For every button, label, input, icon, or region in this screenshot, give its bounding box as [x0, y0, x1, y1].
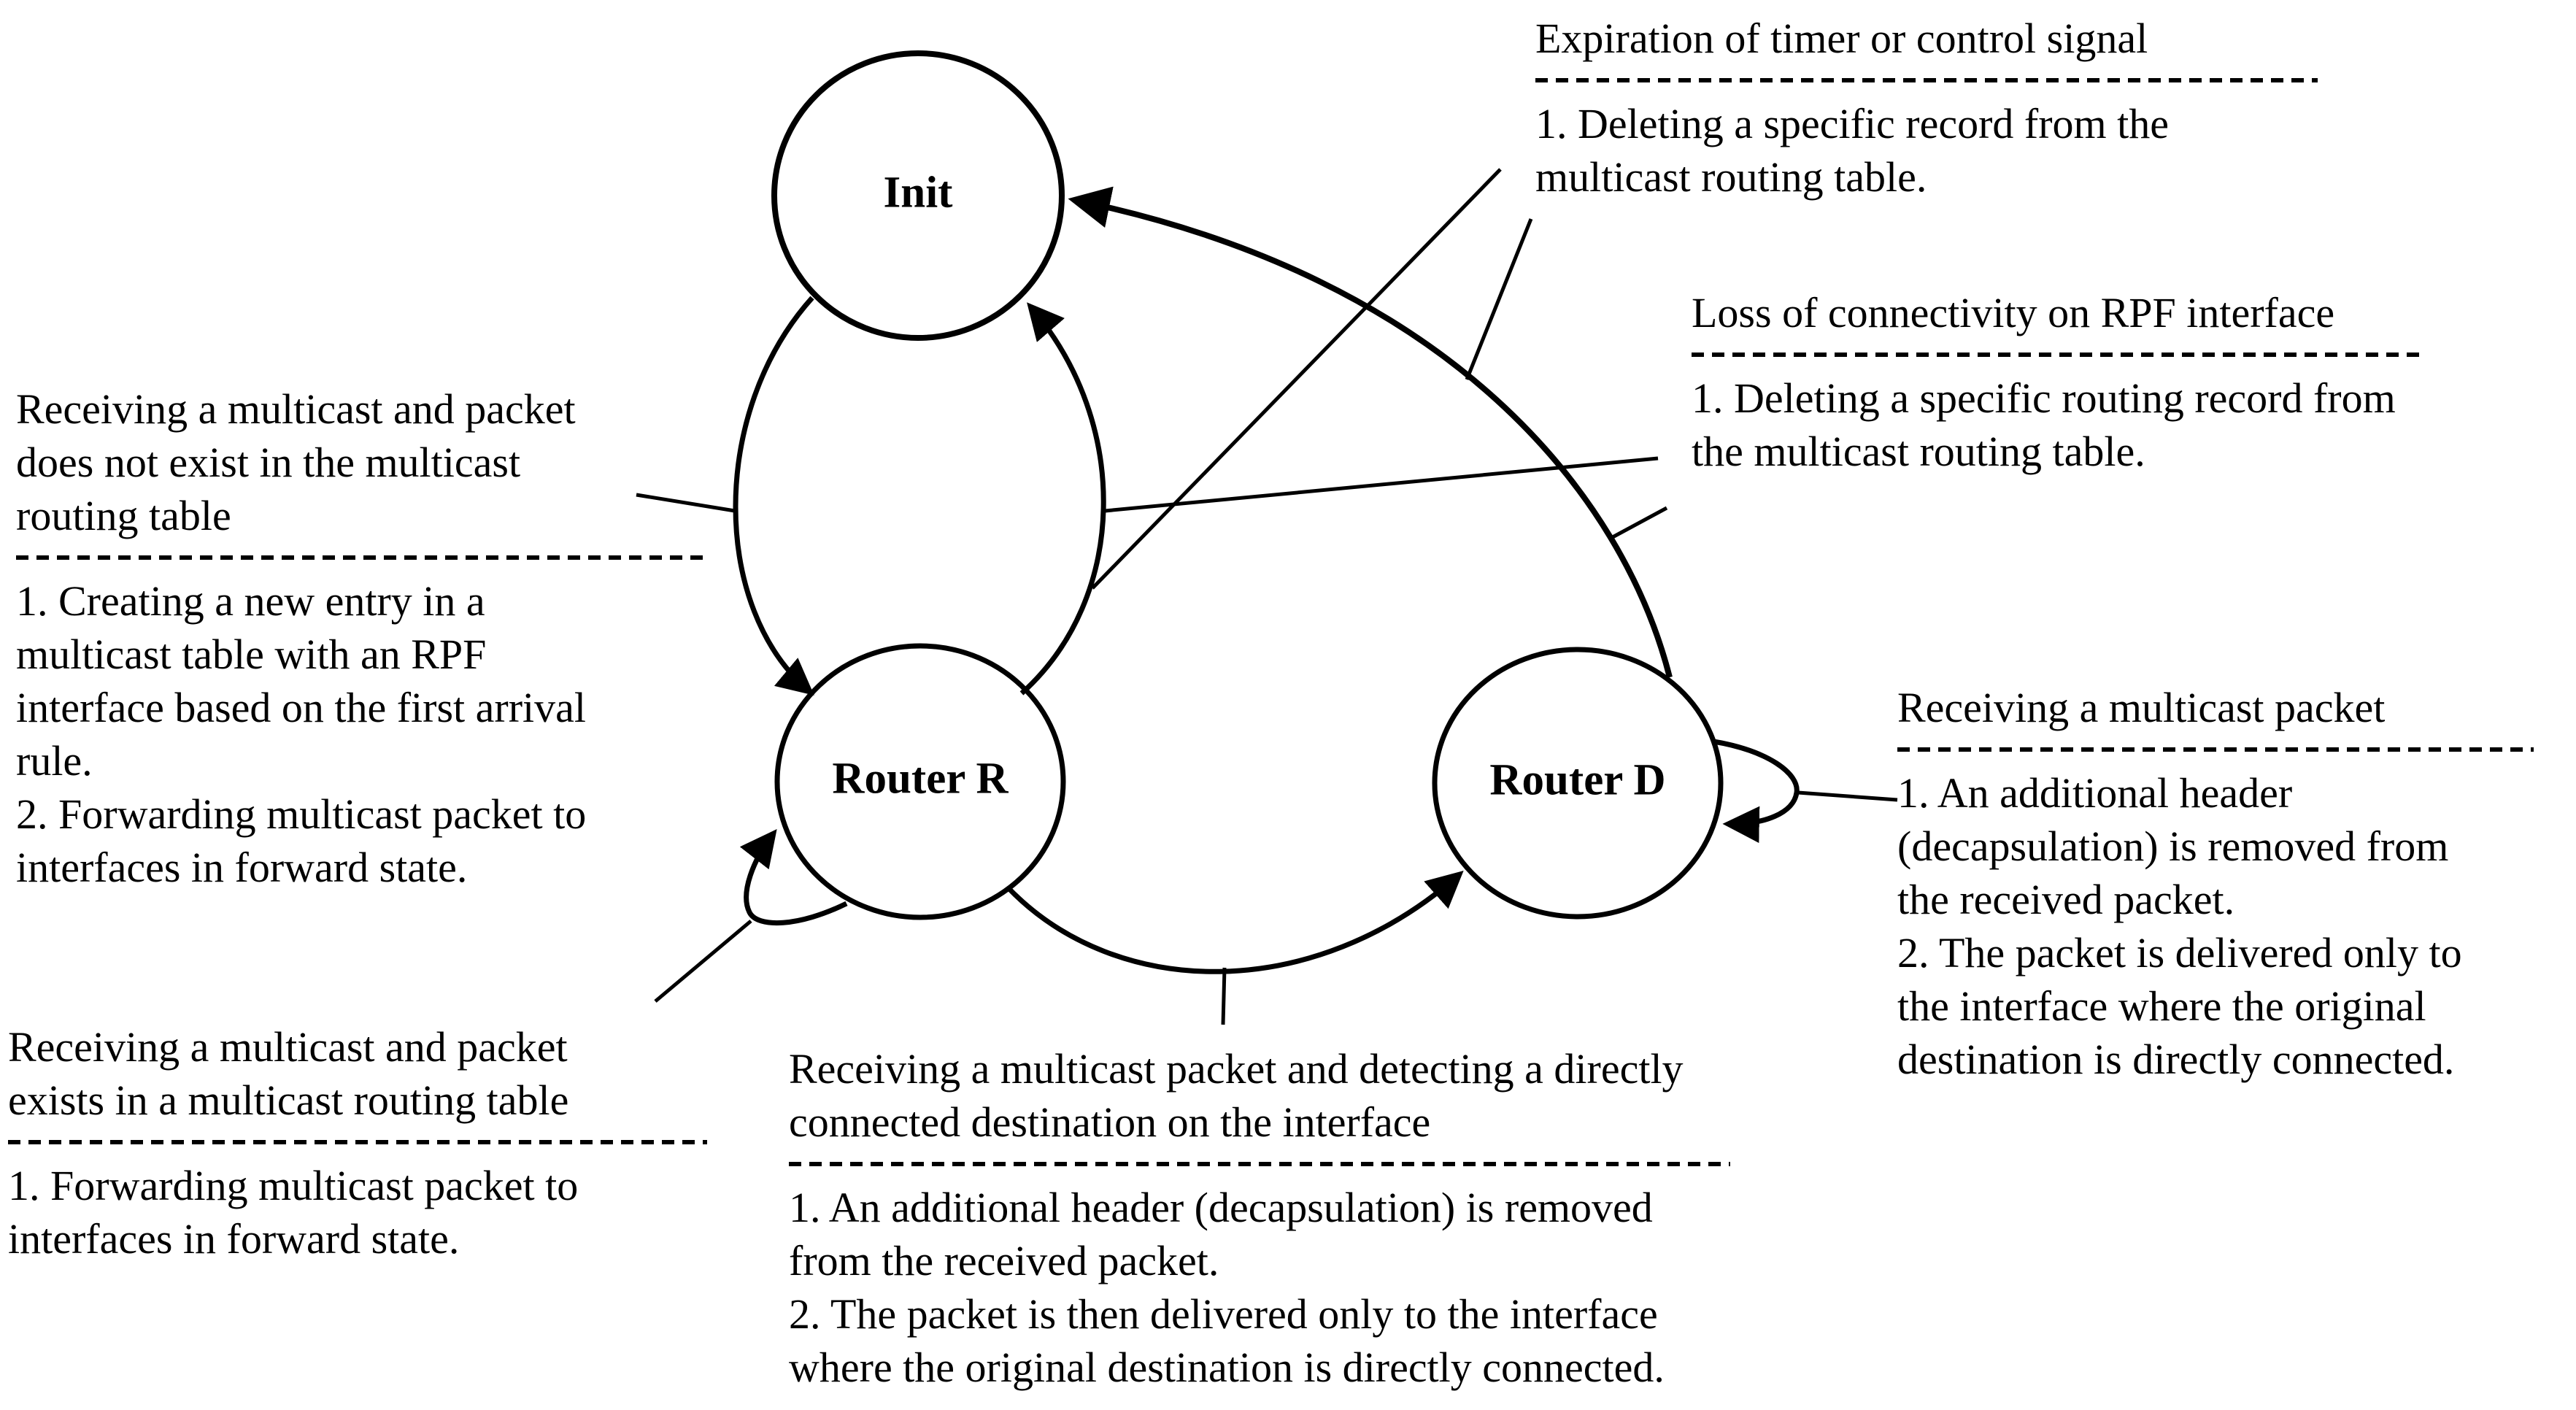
separator-dashes — [1535, 78, 2318, 82]
selfloop-router-d-arrow — [1713, 739, 1800, 844]
annotation-line: 1. Deleting a specific routing record fr… — [1692, 374, 2396, 422]
annotation-timer-expiration: Expiration of timer or control signal 1.… — [1535, 12, 2318, 204]
state-init-label: Init — [883, 168, 953, 217]
state-router-d-label: Router D — [1489, 755, 1666, 805]
annotation-line: 1. Creating a new entry in a — [16, 577, 485, 625]
annotation-actions: 1. Deleting a specific routing record fr… — [1692, 371, 2421, 478]
annotation-line: Expiration of timer or control signal — [1535, 15, 2148, 62]
annotation-line: 1. Forwarding multicast packet to — [8, 1162, 579, 1209]
annotation-line: 1. An additional header (decapsulation) … — [789, 1184, 1653, 1231]
annotation-line: Loss of connectivity on RPF interface — [1692, 289, 2335, 336]
leader-packet-in-table — [654, 920, 752, 1003]
annotation-packet-in-table: Receiving a multicast and packet exists i… — [8, 1020, 707, 1265]
selfloop-router-r-arrow — [739, 829, 848, 926]
annotation-actions: 1. An additional header (decapsulation) i… — [1897, 766, 2534, 1086]
annotation-actions: 1. An additional header (decapsulation) … — [789, 1181, 1730, 1394]
annotation-line: where the original destination is direct… — [789, 1344, 1665, 1391]
annotation-actions: 1. Deleting a specific record from the mu… — [1535, 97, 2318, 204]
leader-rpf-loss-to-arc — [1610, 506, 1668, 540]
leader-router-d-receive — [1797, 790, 1898, 802]
separator-dashes — [789, 1162, 1730, 1166]
annotation-line: 1. An additional header — [1897, 769, 2293, 817]
edge-router-r-to-router-d-arrow — [1006, 870, 1464, 974]
annotation-line: does not exist in the multicast — [16, 439, 521, 486]
annotation-title: Receiving a multicast packet — [1897, 681, 2534, 734]
annotation-line: 1. Deleting a specific record from the — [1535, 100, 2170, 147]
leader-timer-expiration-to-lens — [1091, 168, 1502, 590]
state-router-r-label: Router R — [832, 754, 1009, 804]
annotation-line: 2. The packet is then delivered only to … — [789, 1290, 1658, 1338]
annotation-packet-not-in-table: Receiving a multicast and packet does not… — [16, 382, 709, 894]
annotation-line: interface based on the first arrival — [16, 684, 587, 731]
annotation-line: rule. — [16, 737, 93, 785]
annotation-line: destination is directly connected. — [1897, 1036, 2455, 1083]
annotation-line: interfaces in forward state. — [16, 844, 468, 891]
annotation-title: Receiving a multicast and packet does not… — [16, 382, 709, 542]
annotation-title: Expiration of timer or control signal — [1535, 12, 2318, 65]
edge-router-r-to-init-arrow — [1019, 302, 1106, 696]
leader-rpf-loss-to-lens — [1104, 456, 1659, 513]
annotation-line: 2. Forwarding multicast packet to — [16, 790, 587, 838]
state-init-circle — [771, 50, 1065, 341]
annotation-title: Receiving a multicast and packet exists i… — [8, 1020, 707, 1127]
annotation-line: interfaces in forward state. — [8, 1215, 460, 1263]
state-router-r-circle — [774, 643, 1066, 920]
annotation-router-d-receive: Receiving a multicast packet 1. An addit… — [1897, 681, 2534, 1086]
edge-router-d-to-init-arrow — [1068, 186, 1673, 678]
annotation-actions: 1. Forwarding multicast packet to interfa… — [8, 1159, 707, 1265]
annotation-line: from the received packet. — [789, 1237, 1219, 1284]
annotation-title: Loss of connectivity on RPF interface — [1692, 286, 2421, 339]
annotation-line: (decapsulation) is removed from — [1897, 822, 2449, 870]
annotation-line: Receiving a multicast packet and detecti… — [789, 1045, 1684, 1093]
annotation-line: Receiving a multicast and packet — [8, 1023, 568, 1071]
annotation-line: the multicast routing table. — [1692, 428, 2145, 475]
annotation-line: exists in a multicast routing table — [8, 1076, 569, 1124]
state-router-d-circle — [1432, 647, 1724, 920]
annotation-line: Receiving a multicast and packet — [16, 385, 576, 433]
annotation-rpf-loss: Loss of connectivity on RPF interface 1.… — [1692, 286, 2421, 478]
annotation-line: routing table — [16, 492, 231, 539]
annotation-line: multicast routing table. — [1535, 153, 1927, 201]
separator-dashes — [16, 555, 709, 560]
separator-dashes — [1692, 352, 2421, 357]
annotation-line: the received packet. — [1897, 876, 2235, 923]
edge-init-to-router-r-arrow — [733, 296, 814, 696]
annotation-line: 2. The packet is delivered only to — [1897, 929, 2462, 976]
separator-dashes — [8, 1140, 707, 1144]
annotation-actions: 1. Creating a new entry in a multicast ta… — [16, 574, 709, 894]
annotation-line: Receiving a multicast packet — [1897, 684, 2386, 731]
annotation-direct-destination: Receiving a multicast packet and detecti… — [789, 1042, 1730, 1394]
separator-dashes — [1897, 747, 2534, 752]
leader-packet-not-in-table — [636, 493, 736, 513]
annotation-line: the interface where the original — [1897, 982, 2426, 1030]
annotation-line: connected destination on the interface — [789, 1098, 1431, 1146]
annotation-line: multicast table with an RPF — [16, 631, 487, 678]
leader-direct-destination — [1221, 967, 1227, 1025]
annotation-title: Receiving a multicast packet and detecti… — [789, 1042, 1730, 1149]
leader-timer-expiration-to-arc — [1465, 218, 1533, 380]
